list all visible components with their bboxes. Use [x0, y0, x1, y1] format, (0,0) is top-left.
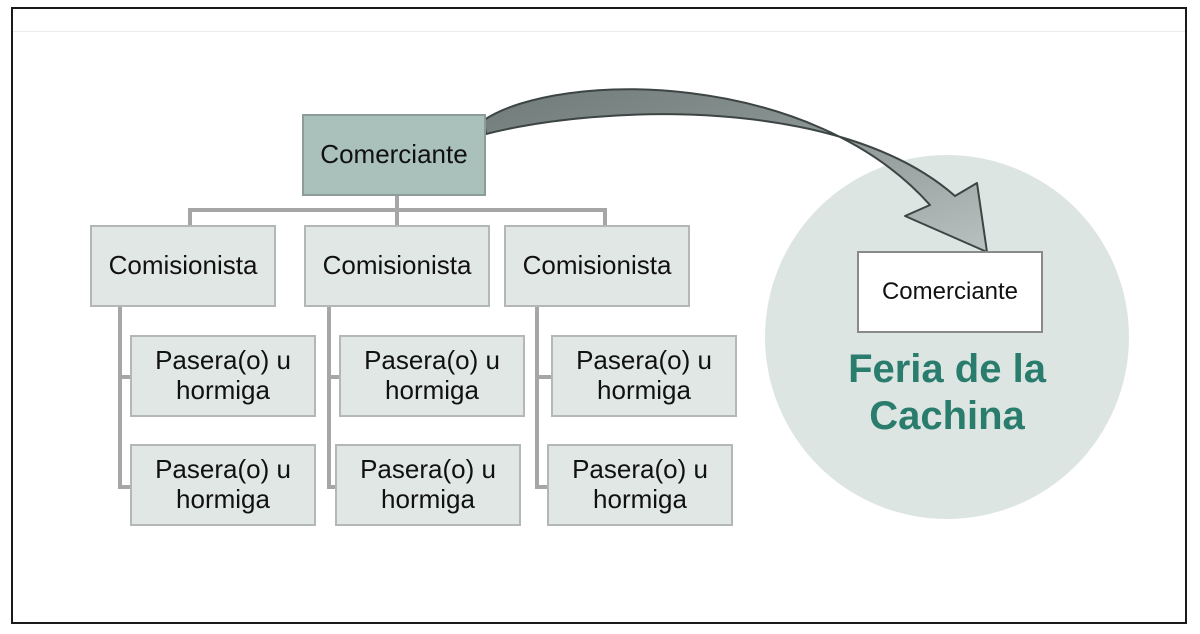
pasera-node-3a: Pasera(o) u hormiga	[551, 335, 737, 417]
pasera-node-1b: Pasera(o) u hormiga	[130, 444, 316, 526]
comisionista-node-1: Comisionista	[90, 225, 276, 307]
destination-comerciante-label: Comerciante	[881, 278, 1019, 306]
pasera-node-2b: Pasera(o) u hormiga	[335, 444, 521, 526]
root-node-label: Comerciante	[320, 139, 468, 170]
pasera-label: Pasera(o) u hormiga	[572, 454, 708, 514]
pasera-node-2a: Pasera(o) u hormiga	[339, 335, 525, 417]
destination-comerciante-node: Comerciante	[857, 251, 1043, 333]
pasera-node-3b: Pasera(o) u hormiga	[547, 444, 733, 526]
pasera-label: Pasera(o) u hormiga	[360, 454, 496, 514]
pasera-label: Pasera(o) u hormiga	[364, 345, 500, 405]
feria-title: Feria de la Cachina	[790, 346, 1104, 440]
comisionista-label: Comisionista	[322, 250, 472, 281]
header-divider	[13, 31, 1185, 32]
comisionista-label: Comisionista	[108, 250, 258, 281]
feria-title-line2: Cachina	[869, 394, 1025, 439]
comisionista-label: Comisionista	[522, 250, 672, 281]
feria-title-line1: Feria de la	[848, 347, 1046, 391]
comisionista-node-3: Comisionista	[504, 225, 690, 307]
pasera-label: Pasera(o) u hormiga	[155, 454, 291, 514]
pasera-label: Pasera(o) u hormiga	[576, 345, 712, 405]
comisionista-node-2: Comisionista	[304, 225, 490, 307]
pasera-label: Pasera(o) u hormiga	[155, 345, 291, 405]
root-node: Comerciante	[302, 114, 486, 196]
pasera-node-1a: Pasera(o) u hormiga	[130, 335, 316, 417]
curved-arrow-shape	[483, 88, 988, 253]
